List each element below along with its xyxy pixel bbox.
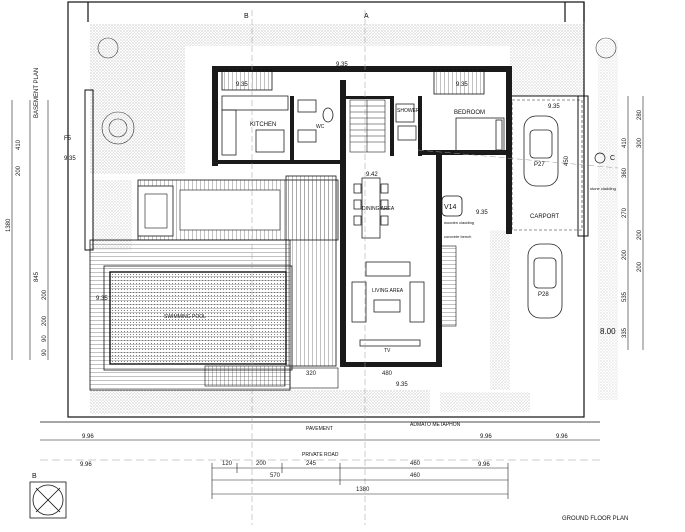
pavement-label: PAVEMENT [306, 426, 333, 432]
dim-480: 480 [382, 371, 393, 377]
section-mark-b-top: B [244, 13, 249, 20]
dim-right-7: 335 [622, 327, 628, 338]
pool-label: SWIMMING POOL [164, 314, 206, 320]
dimension-lines-left [11, 100, 49, 360]
dim-bottom-5: 570 [270, 473, 281, 479]
section-mark-b-bottom: B [32, 473, 37, 480]
tag-f5: F5 [64, 136, 72, 142]
dimension-lines-bottom [211, 463, 509, 499]
level-carport: 9.35 [548, 104, 560, 110]
dim-right-4: 270 [622, 207, 628, 218]
dimension-lines-right [627, 96, 644, 350]
dim-bottom-1: 120 [222, 461, 233, 467]
concrete-bench-note: concrete bench [444, 234, 471, 239]
level-v14: 9.35 [476, 210, 488, 216]
staircase [349, 99, 386, 153]
room-label-living: LIVING AREA [372, 288, 404, 294]
room-label-shower: SHOWER [397, 108, 420, 114]
tv-label: TV [384, 348, 391, 354]
level-road-left: 9.96 [82, 434, 94, 440]
section-mark-a-top: A [364, 13, 369, 20]
private-road-label: PRIVATE ROAD [302, 452, 339, 458]
plot-boundary [67, 1, 585, 418]
dim-right-outer-3: 200 [637, 229, 643, 240]
garden-areas [90, 24, 618, 414]
dim-bottom-2: 200 [256, 461, 267, 467]
level-top: 9.35 [336, 62, 348, 68]
car-p27 [523, 115, 559, 187]
dim-right-outer-4: 200 [637, 261, 643, 272]
dim-right-3: 450 [564, 155, 570, 166]
level-road-left2: 9.96 [80, 462, 92, 468]
level-f5: 9.35 [64, 156, 76, 162]
room-label-kitchen: KITCHEN [250, 122, 276, 128]
bed [455, 117, 505, 153]
room-label-dining: DINING AREA [362, 206, 395, 212]
dim-left-1: 410 [16, 139, 22, 150]
car-label-p28: P28 [538, 292, 549, 298]
car-p28 [527, 243, 563, 319]
basement-plan-link[interactable]: BASEMENT PLAN [34, 68, 40, 118]
room-label-carport: CARPORT [530, 214, 560, 220]
dim-left-5: 200 [42, 289, 48, 300]
north-arrow-icon [29, 481, 67, 519]
level-kitchen: 9.35 [236, 82, 248, 88]
car-label-p27: P27 [534, 162, 545, 168]
stone-cladding-note: stone cladding [590, 186, 616, 191]
level-road-right2: 9.96 [556, 434, 568, 440]
dim-right-2: 360 [622, 167, 628, 178]
garden-trees [97, 37, 617, 145]
adm-note: ADMATO METAPHON [410, 422, 461, 428]
plan-title: GROUND FLOOR PLAN [562, 516, 628, 522]
wooden-cladding-note: wooden cladding [444, 220, 474, 225]
dining-table [353, 177, 389, 239]
wc-fixtures [297, 99, 334, 143]
dim-right-1: 410 [622, 137, 628, 148]
level-dining: 9.42 [366, 172, 378, 178]
dim-bottom-3: 245 [306, 461, 317, 467]
living-furniture [351, 261, 425, 347]
level-road-right: 9.96 [478, 462, 490, 468]
dim-left-4: 845 [34, 271, 40, 282]
dim-left-6: 200 [42, 315, 48, 326]
dim-right-outer-2: 300 [637, 137, 643, 148]
level-garden-right: 8.00 [600, 327, 616, 336]
house-walls [212, 66, 512, 367]
dim-bottom-4: 460 [410, 461, 421, 467]
dim-left-2: 200 [16, 165, 22, 176]
tag-v14: V14 [444, 204, 457, 211]
dim-bottom-7: 1380 [356, 487, 370, 493]
level-bottom-mid: 9.35 [396, 382, 408, 388]
dim-right-outer-1: 280 [637, 109, 643, 120]
dim-left-3: 1380 [6, 218, 12, 232]
dim-bottom-6: 460 [410, 473, 421, 479]
swimming-pool [109, 271, 287, 365]
kitchen-units [221, 95, 289, 156]
room-label-bedroom: BEDROOM [454, 110, 485, 116]
dim-right-6: 535 [622, 291, 628, 302]
dim-left-8: 90 [42, 349, 48, 356]
section-mark-c-right: C [610, 155, 615, 162]
timber-deck [89, 175, 339, 391]
level-pool-side: 9.35 [96, 296, 108, 302]
level-road-mid: 9.96 [480, 434, 492, 440]
level-bedroom: 9.35 [456, 82, 468, 88]
dim-right-5: 200 [622, 249, 628, 260]
room-label-wc: WC [316, 124, 325, 130]
dim-left-7: 90 [42, 335, 48, 342]
dim-320: 320 [306, 371, 317, 377]
